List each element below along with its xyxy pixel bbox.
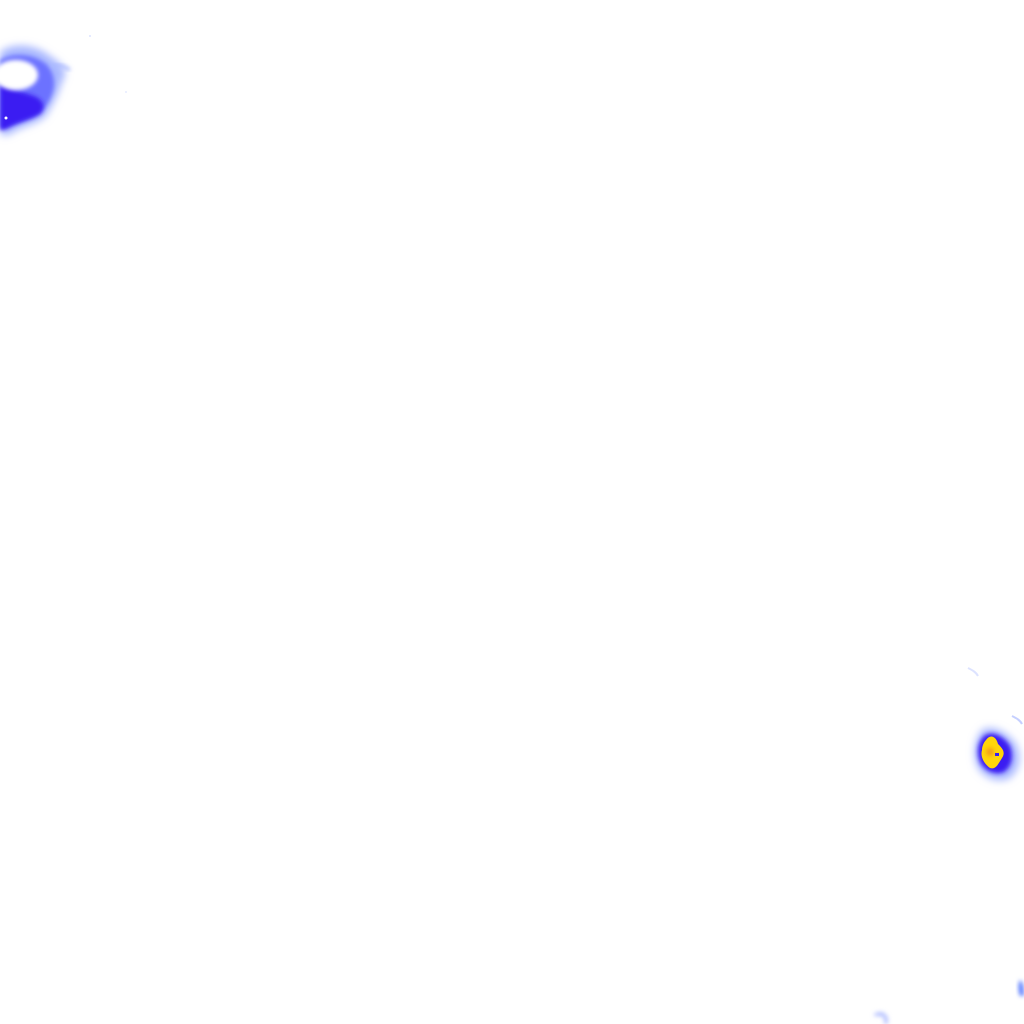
storm-hot-core (986, 748, 994, 756)
speck-top-2 (125, 91, 127, 93)
echo-top-left-speck (4, 116, 8, 120)
wisp-upper-right (1011, 715, 1023, 725)
echo-right-wisps (967, 667, 1023, 725)
echo-top-left-wisp (51, 63, 71, 72)
speck-top (89, 35, 91, 37)
echo-right-storm-cell (974, 727, 1020, 781)
wisp-upper (967, 667, 979, 677)
echo-top-left-cell (0, 45, 71, 136)
echo-bottom-trace (874, 1011, 888, 1024)
echo-bottom-traces (874, 980, 1024, 1024)
storm-core-speck (995, 753, 999, 756)
echo-bottom-right-trace (1018, 980, 1024, 996)
echo-top-left-heavy (0, 84, 44, 130)
echo-top-left-clear-center (0, 60, 38, 90)
